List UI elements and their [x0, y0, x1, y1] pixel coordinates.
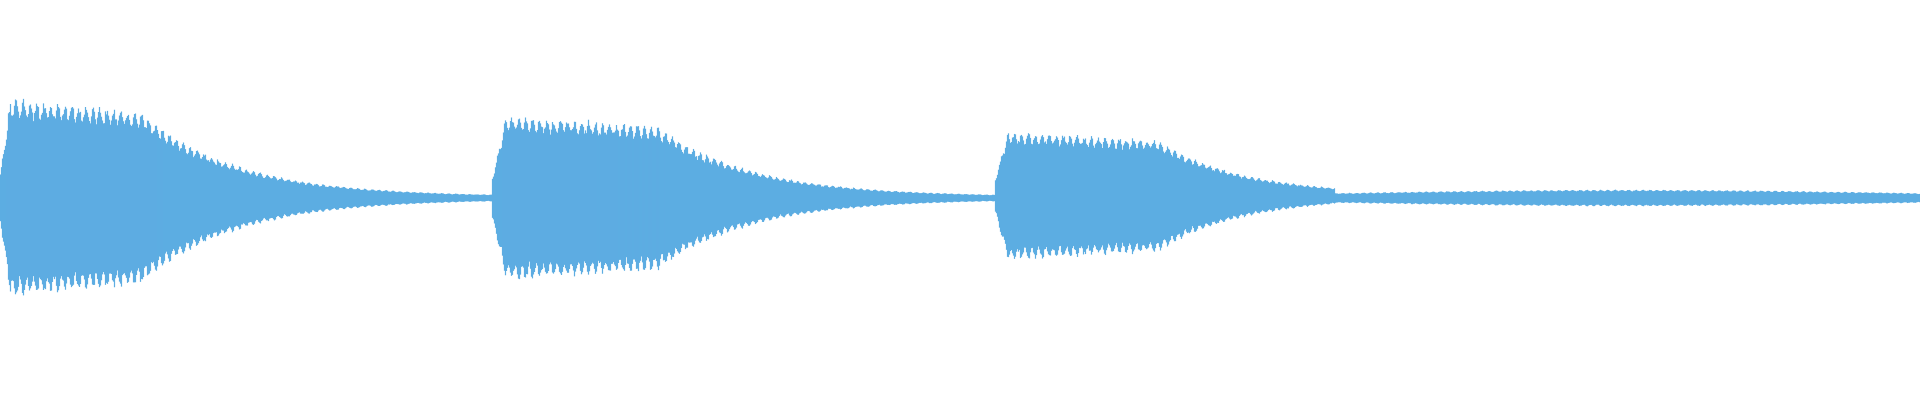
waveform-strokes — [0, 98, 1920, 296]
